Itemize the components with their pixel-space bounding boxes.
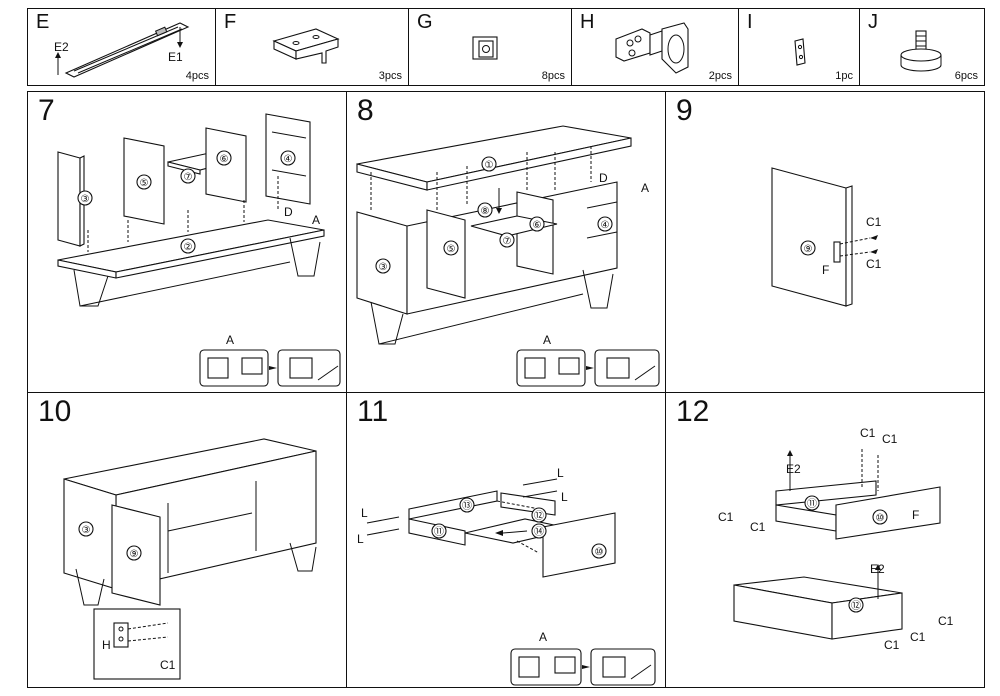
metal-bracket-icon <box>272 28 340 64</box>
step-11-diagram: ⑬ ⑫ ⑭ ⑪ ⑩ L L L L A <box>357 466 656 686</box>
panel-label: ⑭ <box>534 526 544 538</box>
label-e2: E2 <box>54 40 69 54</box>
panel-label: ⑦ <box>503 236 512 247</box>
label-d: D <box>284 205 293 219</box>
part-box-j: J 6pcs <box>859 8 985 86</box>
inset-label-a: A <box>226 333 234 347</box>
part-quantity: 6pcs <box>954 70 978 82</box>
magnet-catch-icon <box>794 38 806 66</box>
part-letter: G <box>417 11 433 33</box>
step-7-panel: 7 ③ ⑤ ⑦ ⑥ ④ <box>27 91 347 393</box>
label-c1: C1 <box>910 630 926 644</box>
label-e2: E2 <box>870 562 885 576</box>
step-9-panel: 9 ⑨ C1 C1 F <box>665 91 985 393</box>
panel-label: ① <box>485 160 494 171</box>
drawer-slide-icon: E2 E1 <box>54 22 190 78</box>
step-number: 8 <box>357 94 374 127</box>
part-box-f: F 3pcs <box>215 8 409 86</box>
panel-label: ⑨ <box>804 244 813 255</box>
part-box-e: E 4pcs E2 E1 <box>27 8 216 86</box>
panel-label: ④ <box>601 220 610 231</box>
label-c1: C1 <box>860 426 876 440</box>
panel-label: ⑪ <box>434 526 444 538</box>
panel-label: ④ <box>284 154 293 165</box>
panel-label: ⑫ <box>851 600 861 612</box>
step-12-panel: 12 ⑪ ⑩ ⑫ E2 C1 C1 C1 C1 F E2 C1 C1 C1 <box>665 392 985 688</box>
label-c1: C1 <box>718 510 734 524</box>
part-box-h: H 2pcs <box>571 8 739 86</box>
step-8-diagram: ① ⑧ ⑤ ⑦ ⑥ ④ ③ D A A <box>356 125 660 387</box>
label-f: F <box>912 508 919 522</box>
panel-label: ⑥ <box>220 154 229 165</box>
label-c1: C1 <box>750 520 766 534</box>
panel-label: ⑩ <box>876 513 885 524</box>
part-letter: F <box>224 11 237 33</box>
part-quantity: 1pc <box>835 70 853 82</box>
label-f: F <box>822 263 829 277</box>
label-c1: C1 <box>160 658 176 672</box>
step-7-diagram: ③ ⑤ ⑦ ⑥ ④ ② D A A <box>57 113 341 387</box>
part-letter: H <box>580 11 595 33</box>
part-box-i: I 1pc <box>738 8 860 86</box>
part-quantity: 3pcs <box>378 70 402 82</box>
inset-label-a: A <box>539 630 547 644</box>
label-d: D <box>599 171 608 185</box>
label-c1: C1 <box>884 638 900 652</box>
panel-label: ③ <box>81 194 90 205</box>
label-c1: C1 <box>866 257 882 271</box>
label-c1: C1 <box>866 215 882 229</box>
step-number: 10 <box>38 395 72 428</box>
panel-label: ⑤ <box>140 178 149 189</box>
part-letter: J <box>868 11 878 33</box>
panel-label: ⑬ <box>462 500 472 512</box>
label-l: L <box>557 466 564 480</box>
part-quantity: 8pcs <box>541 70 565 82</box>
step-number: 9 <box>676 94 693 127</box>
step-number: 11 <box>357 395 389 428</box>
step-9-diagram: ⑨ C1 C1 F <box>771 167 882 307</box>
step-12-diagram: ⑪ ⑩ ⑫ E2 C1 C1 C1 C1 F E2 C1 C1 C1 <box>718 426 954 652</box>
step-number: 12 <box>676 395 710 428</box>
panel-label: ⑩ <box>595 547 604 558</box>
panel-label: ⑪ <box>807 498 817 510</box>
panel-label: ③ <box>82 525 91 536</box>
inset-label-a: A <box>543 333 551 347</box>
shelf-clip-icon <box>472 36 498 60</box>
label-l: L <box>361 506 368 520</box>
label-c1: C1 <box>938 614 954 628</box>
part-letter: E <box>36 11 50 33</box>
hinge-icon <box>615 22 689 74</box>
adjustable-foot-icon <box>900 30 942 72</box>
step-10-panel: 10 ③ ⑨ H C1 <box>27 392 347 688</box>
label-c1: C1 <box>882 432 898 446</box>
panel-label: ⑧ <box>481 206 490 217</box>
label-l: L <box>561 490 568 504</box>
label-a: A <box>641 181 649 195</box>
label-a: A <box>312 213 320 227</box>
step-10-diagram: ③ ⑨ H C1 <box>63 438 317 680</box>
panel-label: ⑥ <box>533 220 542 231</box>
step-number: 7 <box>38 94 55 127</box>
panel-label: ⑨ <box>130 549 139 560</box>
panel-label: ⑫ <box>534 510 544 522</box>
label-e1: E1 <box>168 50 183 64</box>
part-box-g: G 8pcs <box>408 8 572 86</box>
panel-label: ② <box>184 242 193 253</box>
part-letter: I <box>747 11 753 33</box>
panel-label: ③ <box>379 262 388 273</box>
step-11-panel: 11 ⑬ ⑫ ⑭ ⑪ ⑩ L L L L A <box>346 392 666 688</box>
part-quantity: 4pcs <box>185 70 209 82</box>
label-l: L <box>357 532 364 546</box>
panel-label: ⑤ <box>447 244 456 255</box>
step-8-panel: 8 ① ⑧ ⑤ ⑦ ⑥ ④ <box>346 91 666 393</box>
label-e2: E2 <box>786 462 801 476</box>
panel-label: ⑦ <box>184 172 193 183</box>
label-h: H <box>102 638 111 652</box>
part-quantity: 2pcs <box>708 70 732 82</box>
